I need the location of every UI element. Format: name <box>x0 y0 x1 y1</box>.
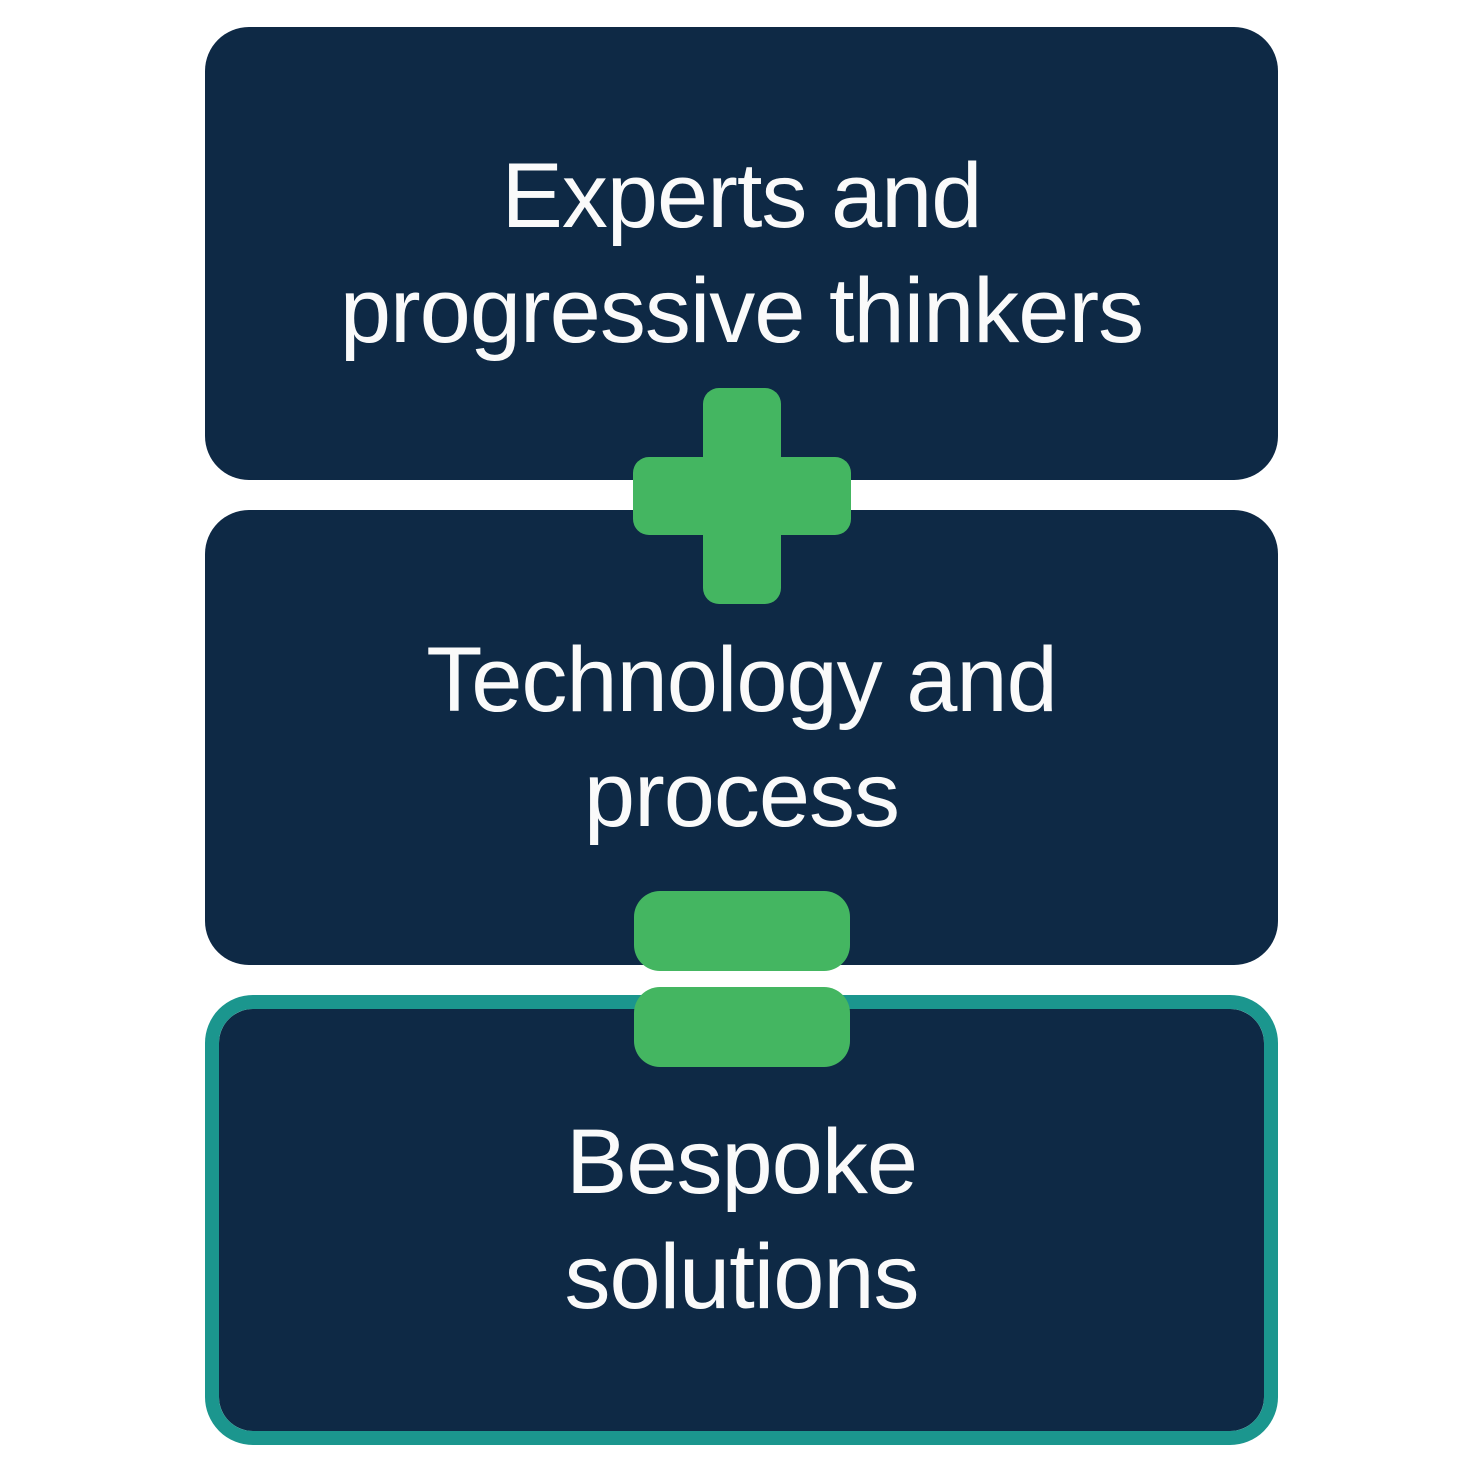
box-label-line: solutions <box>564 1226 919 1328</box>
equals-icon-top-bar <box>634 891 850 971</box>
box-experts-label: Experts and progressive thinkers <box>339 139 1144 369</box>
equals-icon-bottom-bar <box>634 987 850 1067</box>
box-bespoke-label: Bespoke solutions <box>564 1105 919 1335</box>
box-label-line: Bespoke <box>565 1111 918 1213</box>
equals-icon <box>634 891 850 1067</box>
plus-icon-horizontal-bar <box>633 457 851 535</box>
box-technology-label: Technology and process <box>426 623 1057 853</box>
plus-icon <box>633 388 851 604</box>
box-label-line: Experts and <box>501 144 983 247</box>
box-label-line: process <box>583 743 900 846</box>
box-bespoke: Bespoke solutions <box>205 995 1278 1445</box>
box-label-line: progressive thinkers <box>339 259 1144 362</box>
box-label-line: Technology and <box>426 628 1057 731</box>
